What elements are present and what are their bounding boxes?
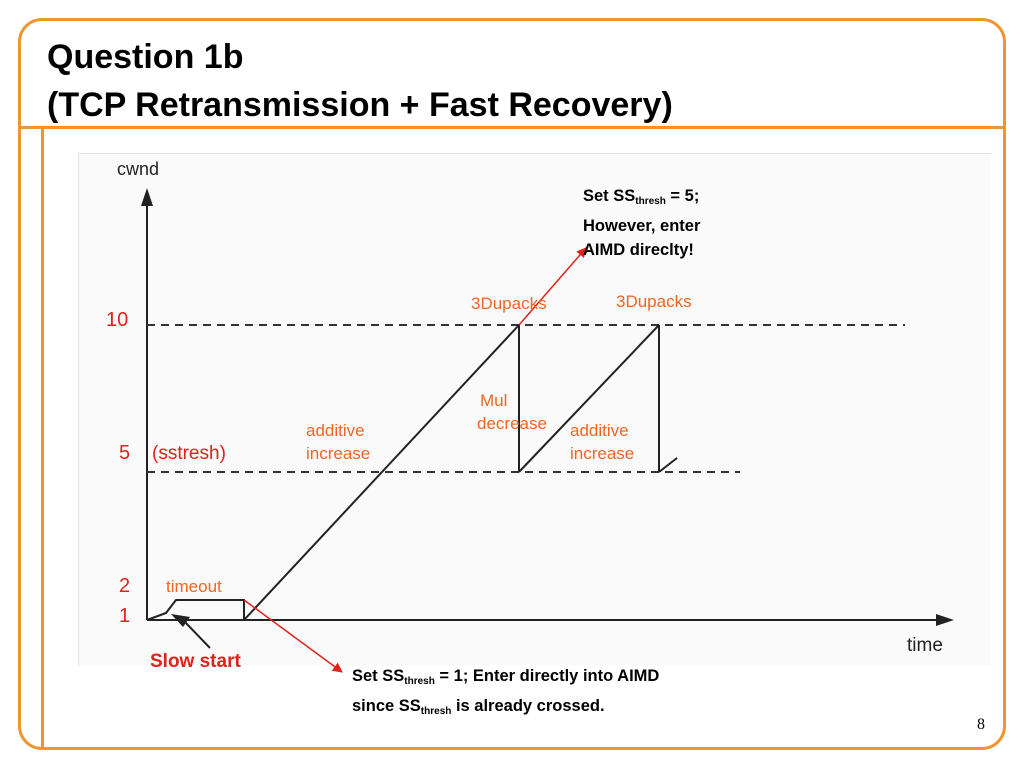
- top-annotation-value: = 5;: [665, 187, 700, 205]
- bottom-annotation-arrow: [243, 599, 343, 673]
- diagram-border-top: [78, 153, 991, 154]
- top-annotation-thresh-sub: thresh: [635, 196, 666, 207]
- slide-title-line-2: (TCP Retransmission + Fast Recovery): [47, 86, 673, 124]
- additive-increase-line-1: [243, 324, 520, 621]
- bottom-annotation-ss: Set SS: [352, 667, 405, 685]
- slow-start-pointer-line: [183, 620, 211, 649]
- y-tick-1: 1: [119, 605, 130, 627]
- bottom-annotation-thresh-sub: thresh: [404, 676, 435, 687]
- title-rule: [18, 126, 1006, 129]
- y-axis-label: cwnd: [117, 159, 159, 179]
- dupacks-label-1: 3Dupacks: [471, 294, 547, 313]
- top-annotation-ss: Set SS: [583, 187, 636, 205]
- sstresh-label: (sstresh): [152, 443, 226, 464]
- y-axis-arrowhead: [141, 188, 153, 206]
- diagram-border-left: [78, 153, 79, 665]
- top-annotation: Set SSthresh = 5; However, enter AIMD di…: [583, 184, 700, 262]
- bottom-annotation-since: since SS: [352, 697, 421, 715]
- bottom-annotation-line-1: Set SSthresh = 1; Enter directly into AI…: [352, 664, 659, 694]
- bottom-annotation-text-2: is already crossed.: [451, 697, 605, 715]
- slide-title-line-1: Question 1b: [47, 38, 244, 76]
- dupacks-label-2: 3Dupacks: [616, 292, 692, 311]
- slide-frame: [18, 18, 1006, 750]
- mul-decrease-label-b: decrease: [477, 414, 547, 433]
- additive-increase-label-2a: additive: [570, 421, 629, 440]
- x-axis-arrowhead: [936, 614, 954, 626]
- timeout-label: timeout: [166, 577, 222, 596]
- bottom-annotation-thresh-sub-2: thresh: [420, 706, 452, 717]
- y-tick-10: 10: [106, 309, 128, 331]
- additive-increase-label-1a: additive: [306, 421, 365, 440]
- additive-increase-line-3: [658, 457, 678, 473]
- slow-start-pointer-head: [171, 614, 190, 627]
- mul-decrease-label-a: Mul: [480, 391, 507, 410]
- diagram-background: [78, 153, 991, 665]
- bottom-annotation: Set SSthresh = 1; Enter directly into AI…: [352, 664, 659, 724]
- page-number: 8: [977, 716, 985, 733]
- slow-start-label: Slow start: [150, 651, 241, 672]
- top-annotation-line-1: Set SSthresh = 5;: [583, 184, 700, 214]
- top-annotation-arrow: [518, 247, 587, 326]
- bottom-annotation-line-2: since SSthresh is already crossed.: [352, 694, 659, 724]
- additive-increase-label-1b: increase: [306, 444, 370, 463]
- top-annotation-line-3: AIMD direclty!: [583, 241, 694, 259]
- left-rule: [41, 126, 44, 750]
- slow-start-timeout-path: [146, 599, 245, 621]
- x-axis-label: time: [907, 635, 943, 656]
- additive-increase-label-2b: increase: [570, 444, 634, 463]
- y-tick-5: 5: [119, 442, 130, 464]
- bottom-annotation-text-1: = 1; Enter directly into AIMD: [434, 667, 660, 685]
- additive-increase-line-2: [518, 324, 660, 473]
- top-annotation-line-2: However, enter: [583, 217, 701, 235]
- y-tick-2: 2: [119, 575, 130, 597]
